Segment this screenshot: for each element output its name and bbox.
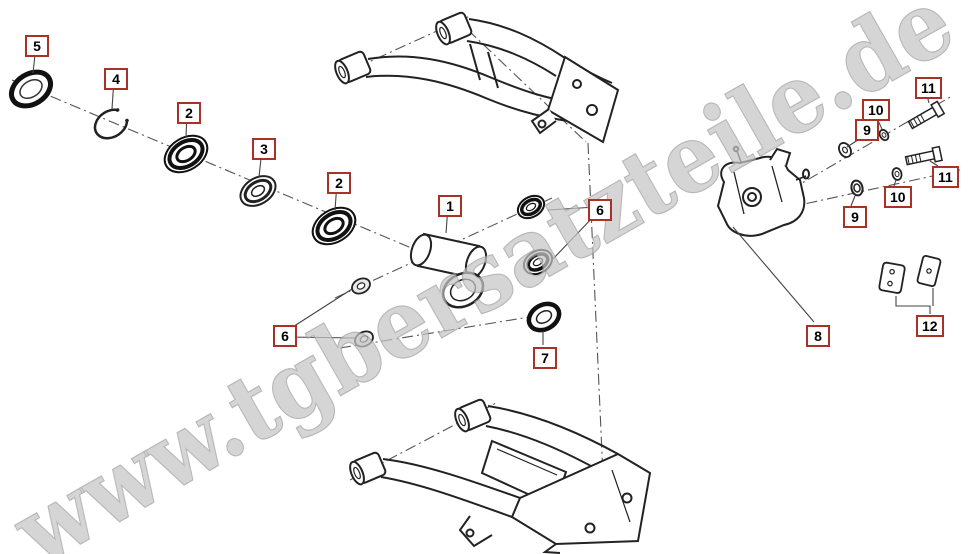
- part-callout-11[interactable]: 11: [915, 77, 942, 99]
- part-callout-12[interactable]: 12: [916, 315, 944, 337]
- circlip-part4: [93, 108, 129, 140]
- part-callout-2[interactable]: 2: [177, 102, 201, 124]
- seal-part3: [239, 175, 277, 207]
- bearing-race-part6: [516, 194, 546, 220]
- brake-caliper: [716, 145, 810, 237]
- part-callout-10[interactable]: 10: [862, 99, 890, 121]
- brake-pad-part12: [916, 254, 942, 288]
- seal-cap-part5: [8, 69, 54, 109]
- washer-part6: [351, 277, 371, 295]
- spacer-part10: [891, 167, 903, 181]
- part-callout-1[interactable]: 1: [438, 195, 462, 217]
- pivot-bushing-tube: [349, 451, 387, 486]
- upper-control-arm: [334, 11, 620, 144]
- bearing-part2: [163, 134, 209, 174]
- part-callout-4[interactable]: 4: [104, 68, 128, 90]
- brake-pad-part12: [878, 261, 906, 294]
- bearing-part2: [311, 206, 357, 246]
- part-callout-11[interactable]: 11: [932, 166, 959, 188]
- pivot-bushing-tube: [454, 398, 492, 433]
- hub-carrier-part1: [409, 232, 488, 309]
- part-callout-3[interactable]: 3: [252, 138, 276, 160]
- bolt-part11: [904, 145, 943, 166]
- pivot-bushing-tube: [435, 11, 473, 46]
- part-callout-8[interactable]: 8: [806, 325, 830, 347]
- part-callout-7[interactable]: 7: [533, 347, 557, 369]
- part-callout-5[interactable]: 5: [25, 35, 49, 57]
- lower-swingarm: [349, 398, 652, 554]
- part-callout-6[interactable]: 6: [588, 199, 612, 221]
- washer-part9: [850, 179, 864, 197]
- washer-part6: [354, 330, 374, 348]
- part-callout-10[interactable]: 10: [884, 186, 912, 208]
- part-callout-9[interactable]: 9: [843, 206, 867, 228]
- part-callout-2[interactable]: 2: [327, 172, 351, 194]
- seal-part7: [526, 301, 562, 333]
- bolt-part11: [907, 100, 946, 130]
- part-callout-6[interactable]: 6: [273, 325, 297, 347]
- spacer-part10: [878, 128, 890, 142]
- pivot-bushing-tube: [334, 50, 372, 85]
- bearing-race-part6: [522, 248, 554, 276]
- part-callout-9[interactable]: 9: [855, 119, 879, 141]
